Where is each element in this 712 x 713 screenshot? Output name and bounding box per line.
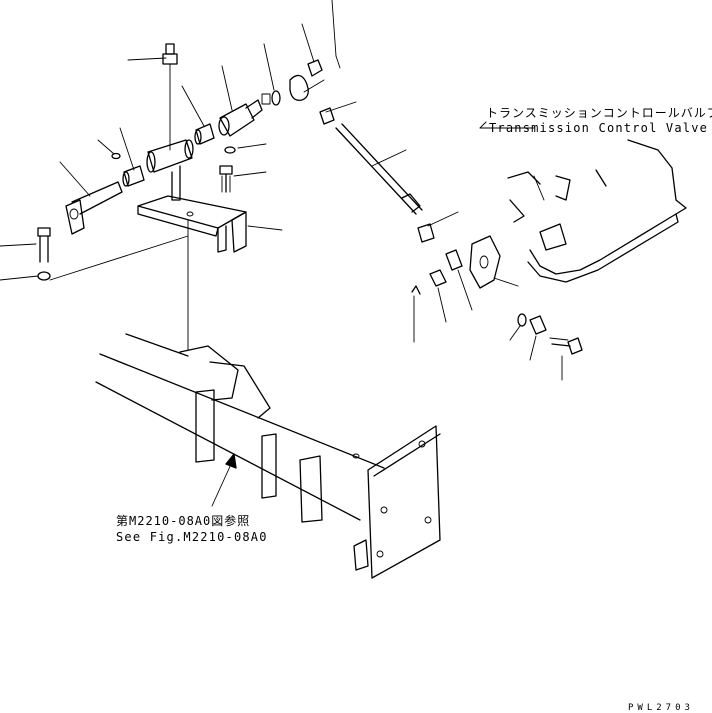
cotter-pin — [411, 285, 421, 295]
control-valve-body — [507, 139, 687, 283]
lever-arm — [65, 181, 123, 235]
reference-label-en: See Fig.M2210-08A0 — [116, 530, 268, 544]
spacer — [445, 249, 463, 271]
pin — [111, 152, 121, 160]
spring-clip — [289, 74, 309, 101]
clip — [224, 146, 236, 154]
valve-label-en: Transmission Control Valve — [489, 121, 709, 135]
nut-middle — [319, 107, 335, 125]
nut-lower-a — [429, 269, 447, 287]
nut-upper — [307, 59, 323, 77]
bushing-left — [122, 165, 145, 187]
control-rod — [335, 123, 423, 215]
bracket — [137, 195, 247, 253]
nut-rod-end — [417, 223, 435, 243]
lever-tube — [146, 139, 194, 201]
bolt-upper — [219, 165, 233, 193]
washer-lower — [517, 313, 527, 327]
bolt-lower — [549, 337, 583, 355]
frame-assembly — [95, 333, 441, 579]
valve-lever — [469, 235, 501, 289]
washer-small — [271, 90, 281, 106]
leader-lines — [0, 0, 563, 381]
valve-label-jp: トランスミッションコントロールバルブ — [486, 106, 712, 120]
bushing-right — [194, 123, 215, 145]
bolt-left — [37, 227, 51, 263]
reference-label-jp: 第M2210-08A0図参照 — [116, 514, 251, 528]
washer-left — [37, 271, 51, 281]
drawing-code: PWL2703 — [628, 703, 694, 713]
rod-end — [218, 93, 271, 137]
nut-lower-b — [529, 315, 547, 335]
grease-fitting — [162, 43, 178, 151]
reference-arrow — [211, 453, 237, 507]
